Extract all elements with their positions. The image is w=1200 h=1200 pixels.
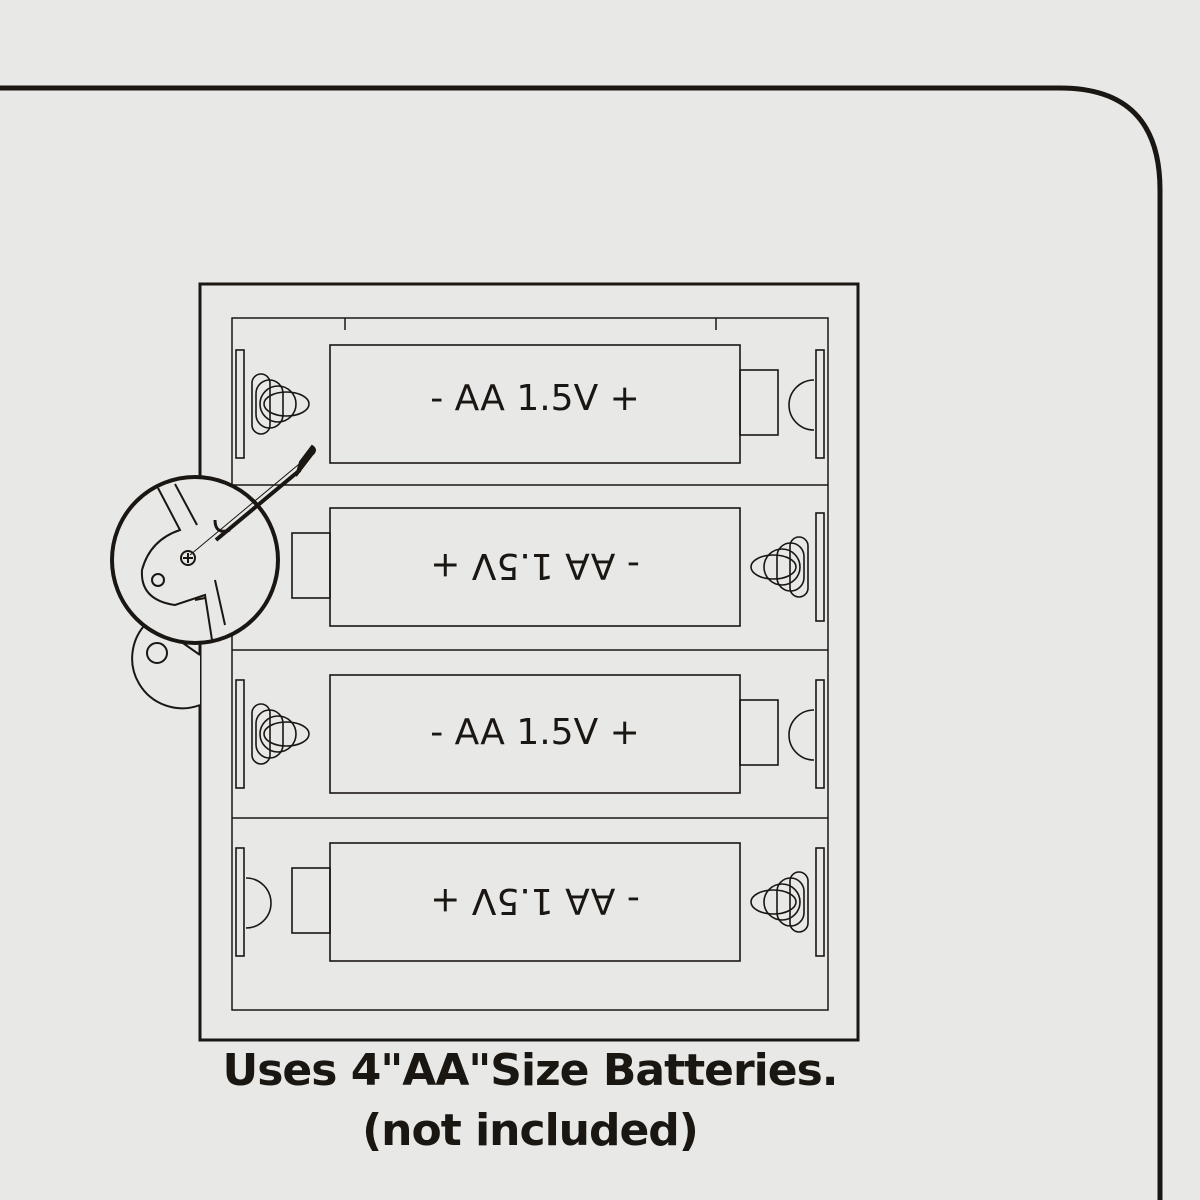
battery-terminal-nub (739, 369, 779, 436)
flat-contact (788, 709, 815, 761)
contact-plate (815, 349, 825, 459)
spring-coil (259, 715, 297, 753)
spring-coil (750, 889, 797, 915)
spring-plate (815, 847, 825, 957)
dividers (232, 318, 828, 819)
spring-coil (776, 542, 805, 592)
flat-contact (788, 379, 815, 431)
battery-compartment-inner (231, 317, 829, 1011)
spring-coil (776, 877, 805, 927)
contact-plate (235, 847, 245, 957)
battery-label: - AA 1.5V + (430, 712, 640, 753)
spring-coil (763, 883, 801, 921)
battery-terminal-nub (291, 532, 331, 599)
spring-coil (251, 373, 271, 435)
spring-coil (763, 548, 801, 586)
package-border (0, 85, 1163, 1200)
caption-line-2: (not included) (362, 1105, 699, 1156)
spring-coil (789, 871, 809, 933)
battery-terminal-nub (291, 867, 331, 934)
spring-coil (259, 385, 297, 423)
battery-terminal-nub (739, 699, 779, 766)
spring-plate (235, 679, 245, 789)
spring-coil (750, 554, 797, 580)
spring-coil (251, 703, 271, 765)
caption-line-1: Uses 4"AA"Size Batteries. (222, 1045, 838, 1096)
flat-contact (245, 877, 272, 929)
spring-coil (263, 721, 310, 747)
battery-label: - AA 1.5V + (430, 880, 640, 921)
contact-plate (815, 679, 825, 789)
battery-label: - AA 1.5V + (430, 378, 640, 419)
spring-coil (255, 709, 284, 759)
spring-coil (263, 391, 310, 417)
screw-detail (110, 444, 316, 710)
spring-coil (789, 536, 809, 598)
spring-coil (255, 379, 284, 429)
spring-plate (815, 512, 825, 622)
spring-plate (235, 349, 245, 459)
battery-label: - AA 1.5V + (430, 545, 640, 586)
